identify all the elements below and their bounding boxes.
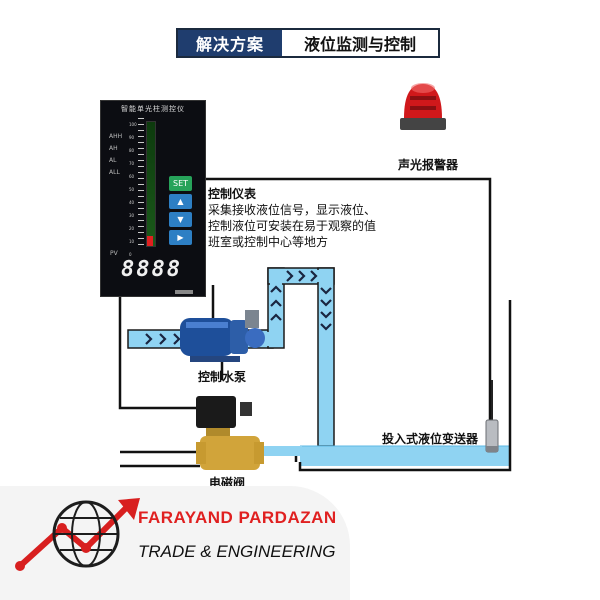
solenoid-valve-graphic [196,396,264,470]
scale-num: 60 [129,174,135,179]
scale-num: 20 [129,226,135,231]
scale-numbers: 100 90 80 70 60 50 40 30 20 10 0 [129,118,137,261]
tag-ahh: AHH [109,133,123,140]
title-topic: 液位监测与控制 [303,35,416,54]
scale-num: 80 [129,148,135,153]
description-heading: 控制仪表 [208,187,257,201]
alarm-label: 声光报警器 [398,158,459,172]
controller-foot [175,290,193,294]
tag-ah: AH [109,145,118,152]
description-line: 控制液位可安装在易于观察的值 [208,219,377,233]
controller-description: 控制仪表 采集接收液位信号，显示液位、 控制液位可安装在易于观察的值 班室或控制… [208,186,376,250]
up-button[interactable]: ▲ [169,194,192,209]
bargraph-level-indicator [147,236,153,246]
scale-num: 10 [129,239,135,244]
level-bargraph [146,121,156,247]
scale-num: 40 [129,200,135,205]
tag-all: ALL [109,169,120,176]
description-line: 采集接收液位信号，显示液位、 [208,203,377,217]
scale-num: 90 [129,135,135,140]
pv-display: 8888 [121,257,182,282]
alarm-tags: AHH AH AL ALL [109,131,122,179]
controller-title: 智能单光柱测控仪 [121,105,185,113]
control-wires [118,177,512,472]
set-button[interactable]: SET [169,176,192,191]
valve-control-wire [118,297,198,410]
title-solution: 解决方案 [178,30,282,56]
bar-scale [138,118,144,248]
pv-label: PV [110,250,118,257]
alarm-wire [206,177,492,446]
scale-num: 50 [129,187,135,192]
title-bar: 解决方案 液位监测与控制 [176,28,440,58]
transmitter-label: 投入式液位变送器 [382,432,479,446]
tag-al: AL [109,157,117,164]
scale-num: 100 [129,122,137,127]
logo-globe-graphic [15,498,140,571]
logo-background [0,486,350,600]
scale-num: 70 [129,161,135,166]
shift-button[interactable]: ▶ [169,230,192,245]
pump-graphic [180,310,265,362]
description-line: 班室或控制中心等地方 [208,235,329,249]
logo-tagline: TRADE & ENGINEERING [138,542,336,561]
down-button[interactable]: ▼ [169,212,192,227]
scale-num: 0 [129,252,132,257]
scale-num: 30 [129,213,135,218]
flow-arrows [145,270,332,345]
tank-water [300,446,510,466]
logo-company-name: FARAYAND PARDAZAN [138,508,337,527]
pump-label: 控制水泵 [198,370,247,384]
alarm-beacon-graphic [400,83,446,130]
level-transmitter-graphic [485,380,499,453]
